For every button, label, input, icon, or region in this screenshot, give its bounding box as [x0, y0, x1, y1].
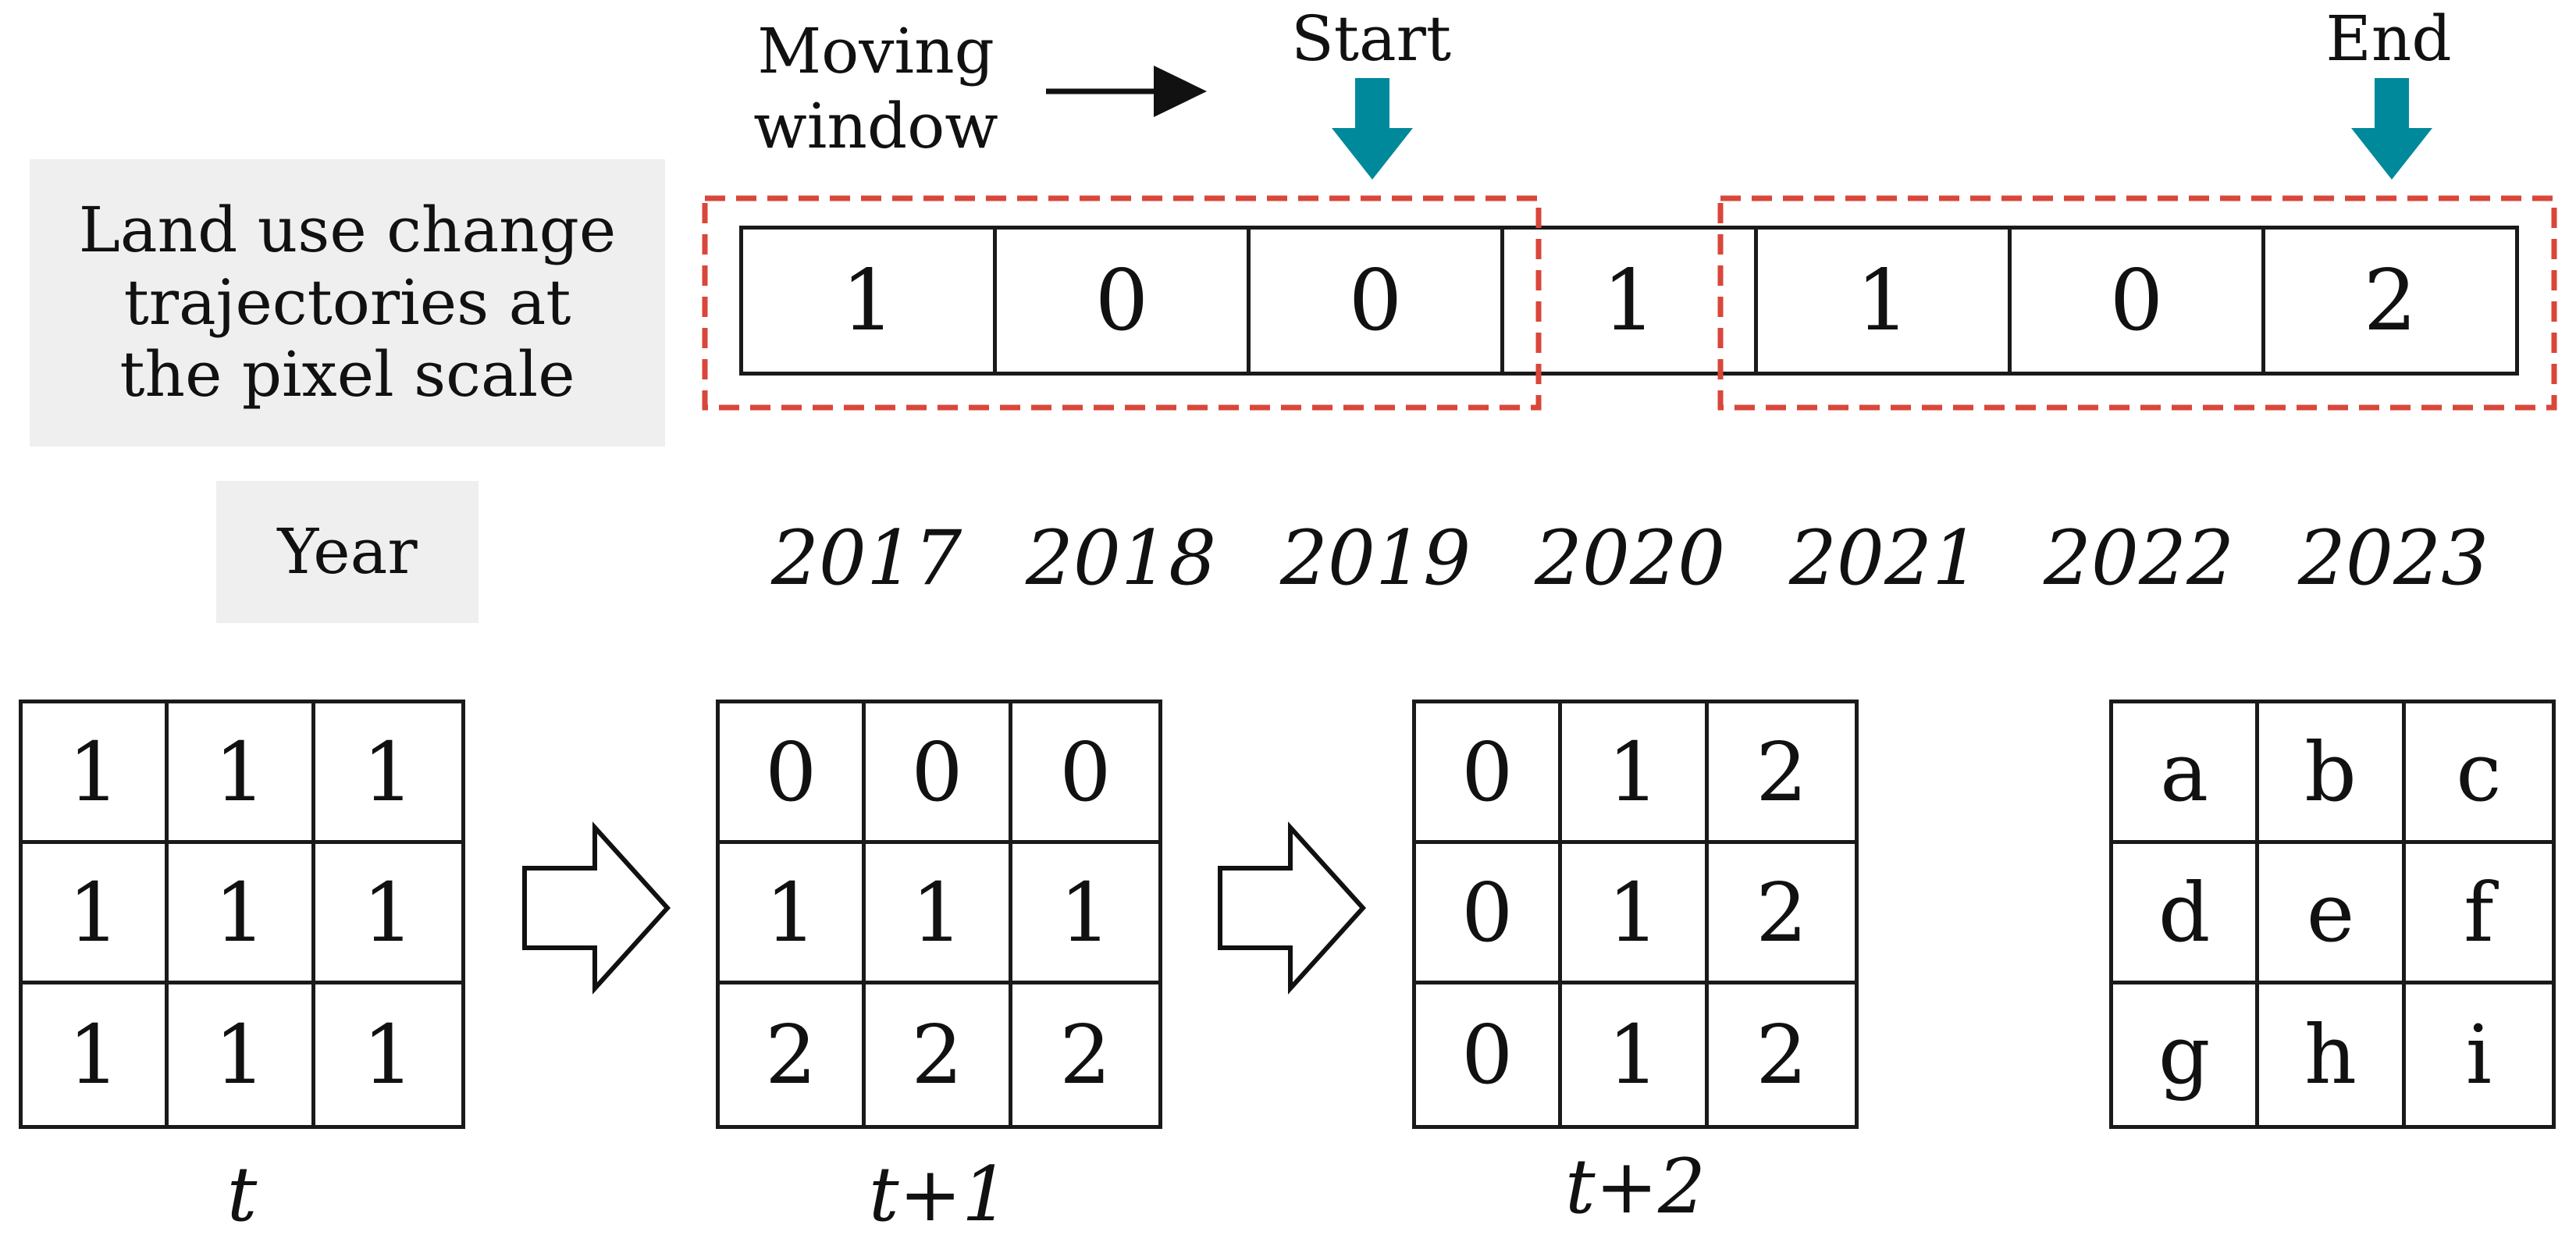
- grid-t-plus-2-cell: 2: [1708, 844, 1855, 984]
- trajectory-cell-2021: 1: [1758, 230, 2012, 372]
- trajectory-cell-2017: 1: [743, 230, 997, 372]
- grid-t-cell: 1: [315, 844, 461, 984]
- grid-t-plus-1-cell: 0: [720, 703, 866, 844]
- arrow-right-icon: [1046, 66, 1207, 117]
- grid-t-plus-2-cell: 0: [1416, 844, 1563, 984]
- grid-t-plus-2-cell: 0: [1416, 984, 1563, 1125]
- end-label: End: [2325, 2, 2452, 75]
- trajectory-row-label-line-3: the pixel scale: [119, 338, 575, 411]
- trajectory-cell-2018: 0: [997, 230, 1251, 372]
- trajectory-strip: 1 0 0 1 1 0 2: [739, 226, 2519, 376]
- trajectory-row-label-line-2: trajectories at: [123, 265, 571, 339]
- grid-t-plus-2-cell: 1: [1562, 984, 1709, 1125]
- moving-window-label: Moving window: [751, 14, 1001, 164]
- grid-t-plus-1-cell: 2: [866, 984, 1012, 1125]
- grid-t-plus-1-cell: 1: [720, 844, 866, 984]
- year-2020: 2020: [1534, 514, 1726, 602]
- year-2023: 2023: [2297, 514, 2489, 602]
- neighborhood-cell: f: [2405, 844, 2552, 984]
- grid-t-cell: 1: [23, 703, 169, 844]
- grid-t-caption: t: [226, 1151, 258, 1238]
- year-2018: 2018: [1025, 514, 1217, 602]
- trajectory-row-label-line-1: Land use change: [78, 193, 617, 266]
- year-2021: 2021: [1788, 514, 1980, 602]
- grid-t-cell: 1: [169, 984, 315, 1125]
- neighborhood-cell: e: [2259, 844, 2406, 984]
- grid-t-plus-1-cell: 0: [866, 703, 1012, 844]
- grid-t-plus-2-cell: 1: [1562, 703, 1709, 844]
- start-label: Start: [1291, 2, 1452, 75]
- grid-t-cell: 1: [169, 703, 315, 844]
- grid-t-plus-2-cell: 1: [1562, 844, 1709, 984]
- grid-t-plus-2-cell: 2: [1756, 1007, 1808, 1102]
- grid-t-plus-1-caption: t+1: [868, 1151, 1010, 1238]
- grid-t-plus-2: 0 1 2 0 1 2 0 1 2: [1412, 700, 1859, 1129]
- start-arrow-down-icon: [1332, 78, 1413, 180]
- grid-t-plus-1-cell: 2: [720, 984, 866, 1125]
- start-window-dashed-box: [702, 195, 1542, 411]
- trajectory-cell-2022: 0: [2012, 230, 2265, 372]
- grid-t-cell: 1: [23, 984, 169, 1125]
- grid-t-cell: 1: [362, 1007, 415, 1102]
- grid-t-plus-1-cell: 1: [866, 844, 1012, 984]
- neighborhood-cell: g: [2113, 984, 2260, 1125]
- hollow-arrow-right-icon: [1218, 821, 1367, 995]
- grid-t-plus-2-cell: 2: [1708, 703, 1855, 844]
- year-label: Year: [216, 481, 479, 623]
- grid-t-plus-1-cell: 0: [1012, 703, 1158, 844]
- end-arrow-down-icon: [2351, 78, 2432, 180]
- neighborhood-cell: h: [2259, 984, 2406, 1125]
- trajectory-cell-2023: 2: [2363, 251, 2418, 350]
- grid-neighborhood-labels: a b c d e f g h i: [2109, 700, 2556, 1129]
- year-2017: 2017: [770, 514, 962, 602]
- grid-t-cell: 1: [169, 844, 315, 984]
- trajectory-cell-2020: 1: [1504, 230, 1758, 372]
- grid-t-plus-2-cell: 0: [1416, 703, 1563, 844]
- grid-t-plus-1: 0 0 0 1 1 1 2 2 2: [716, 700, 1162, 1129]
- grid-t: 1 1 1 1 1 1 1 1 1: [19, 700, 465, 1129]
- grid-t-plus-1-cell: 1: [1012, 844, 1158, 984]
- trajectory-row-label: Land use change trajectories at the pixe…: [30, 159, 665, 447]
- year-2019: 2019: [1279, 514, 1471, 602]
- moving-window-line-1: Moving: [757, 15, 994, 87]
- trajectory-cell-2019: 0: [1251, 230, 1504, 372]
- grid-t-plus-1-cell: 2: [1059, 1007, 1112, 1102]
- moving-window-line-2: window: [753, 90, 998, 162]
- neighborhood-cell: c: [2405, 703, 2552, 844]
- hollow-arrow-right-icon: [522, 821, 671, 995]
- year-2022: 2022: [2043, 514, 2235, 602]
- neighborhood-cell: b: [2259, 703, 2406, 844]
- year-label-text: Year: [277, 514, 418, 588]
- end-window-dashed-box: [1717, 195, 2557, 411]
- grid-t-cell: 1: [23, 844, 169, 984]
- neighborhood-cell: a: [2113, 703, 2260, 844]
- neighborhood-cell: d: [2113, 844, 2260, 984]
- grid-t-plus-2-caption: t+2: [1564, 1143, 1706, 1230]
- grid-t-cell: 1: [315, 703, 461, 844]
- neighborhood-cell: i: [2465, 1007, 2492, 1102]
